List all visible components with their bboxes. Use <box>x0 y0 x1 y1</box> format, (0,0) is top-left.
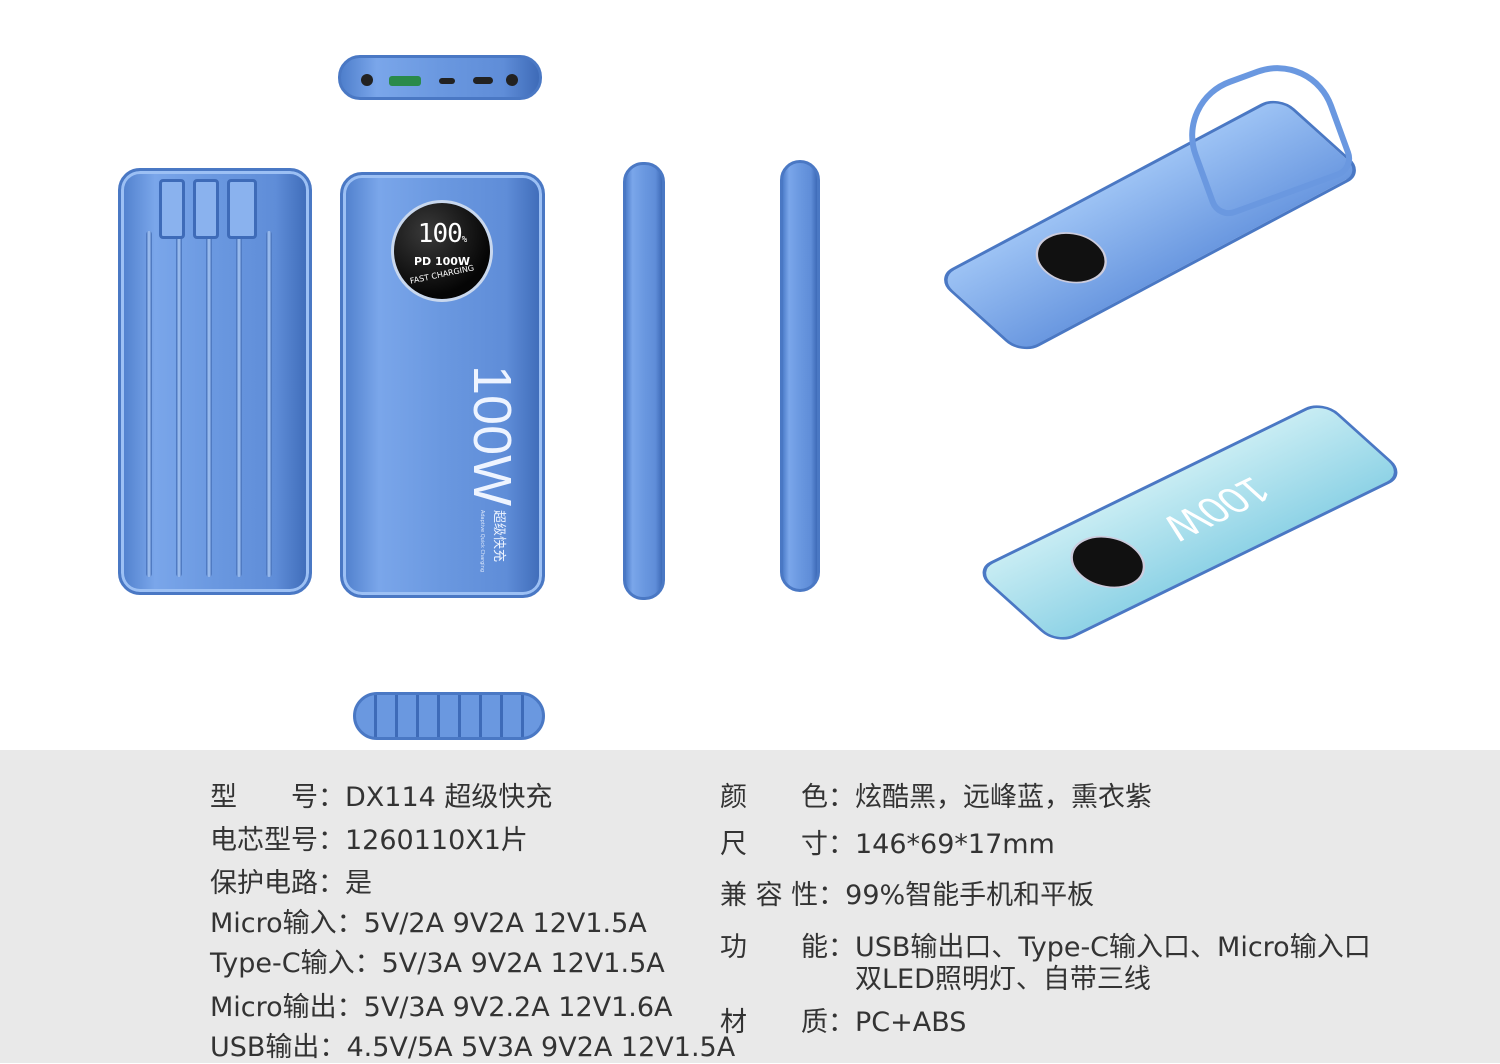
micro-usb-cable <box>227 179 257 239</box>
top-edge-view <box>338 55 542 100</box>
bottom-edge-view <box>353 692 545 740</box>
spec-model: 型 号：DX114 超级快充 <box>210 782 553 813</box>
spec-color: 颜 色：炫酷黑，远峰蓝，熏衣紫 <box>720 782 1152 813</box>
display-screen: 100% PD 100W FAST CHARGING <box>391 200 493 302</box>
spec-function-line2: 双LED照明灯、自带三线 <box>855 964 1151 995</box>
spec-micro-input: Micro输入：5V/2A 9V2A 12V1.5A <box>210 908 647 939</box>
wattage-label: 100W <box>462 365 522 507</box>
angled-view-front: 100W <box>972 399 1408 646</box>
spec-typec-input: Type-C输入：5V/3A 9V2A 12V1.5A <box>210 948 665 979</box>
spec-micro-output: Micro输出：5V/3A 9V2.2A 12V1.6A <box>210 992 673 1023</box>
usb-port <box>389 76 421 86</box>
lightning-cable <box>159 179 185 239</box>
type-c-port <box>473 77 493 84</box>
spec-size: 尺 寸：146*69*17mm <box>720 829 1055 860</box>
slogan-en: Adaptive Quick Charging <box>479 510 485 573</box>
led-light <box>361 74 373 86</box>
side-view-right <box>780 160 820 592</box>
back-view <box>118 168 312 595</box>
spec-protection: 保护电路：是 <box>210 868 372 899</box>
type-c-cable <box>193 179 219 239</box>
slogan: 超级快充 <box>491 510 506 563</box>
spec-function: 功 能：USB输出口、Type-C输入口、Micro输入口 <box>720 932 1371 963</box>
micro-port <box>439 78 455 84</box>
spec-cell: 电芯型号：1260110X1片 <box>210 825 528 856</box>
spec-usb-output: USB输出：4.5V/5A 5V3A 9V2A 12V1.5A <box>210 1032 736 1063</box>
front-view: 100% PD 100W FAST CHARGING 100W 超级快充 Ada… <box>340 172 545 598</box>
led-light <box>506 74 518 86</box>
side-view-left <box>623 162 665 600</box>
spec-compatibility: 兼 容 性：99%智能手机和平板 <box>720 880 1095 911</box>
spec-panel: 型 号：DX114 超级快充 电芯型号：1260110X1片 保护电路：是 Mi… <box>0 750 1500 1063</box>
spec-material: 材 质：PC+ABS <box>720 1007 967 1038</box>
